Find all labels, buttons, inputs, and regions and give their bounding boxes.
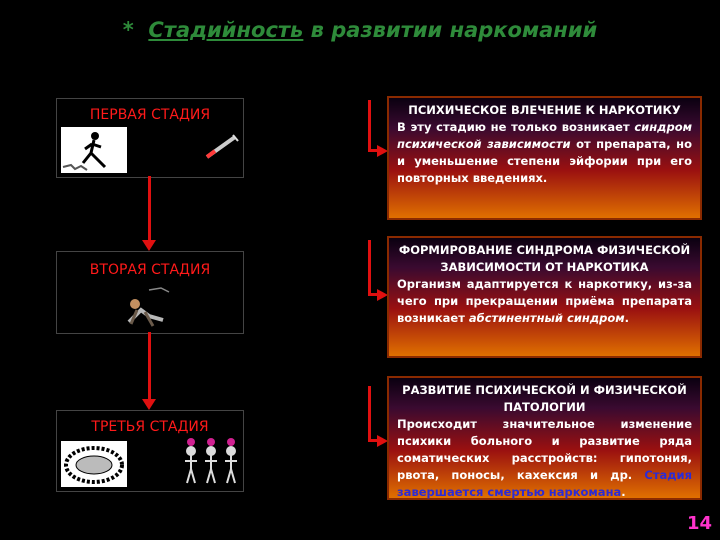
slide-title: * Стадийность в развитии наркоманий [0,18,720,42]
running-person-icon [61,127,127,173]
info-3-heading: РАЗВИТИЕ ПСИХИЧЕСКОЙ И ФИЗИЧЕСКОЙ ПАТОЛО… [402,383,687,414]
connector-down-1 [148,176,151,240]
stage-3-label: ТРЕТЬЯ СТАДИЯ [91,419,209,435]
info-1-text-b: от препарата, но и уменьшение степени эй… [397,137,692,185]
arrow-right-1 [377,145,388,157]
info-3-text-c: . [621,485,626,499]
info-2-text: Организм адаптируется к наркотику, из-за… [397,276,692,327]
info-1-text-a: В эту стадию не только возникает [397,120,635,134]
page-number: 14 [686,513,712,534]
connector-down-2 [148,332,151,399]
info-2-text-em: абстинентный синдром [468,311,625,325]
arrow-right-2 [377,289,388,301]
stage-3-box: ТРЕТЬЯ СТАДИЯ [56,410,244,492]
skeletons-icon [185,438,237,484]
syringe-icon [205,134,239,159]
arrow-right-3 [377,435,388,447]
stage-2-box: ВТОРАЯ СТАДИЯ [56,251,244,334]
info-box-3: РАЗВИТИЕ ПСИХИЧЕСКОЙ И ФИЗИЧЕСКОЙ ПАТОЛО… [387,376,702,500]
stage-2-label: ВТОРАЯ СТАДИЯ [89,262,211,278]
info-2-text-b: . [624,311,630,325]
info-3-text: Происходит значительное изменение психик… [397,416,692,501]
info-1-text: В эту стадию не только возникает синдром… [397,119,692,187]
title-underlined: Стадийность [148,18,304,42]
collapsed-person-icon [127,287,170,327]
coffin-wreath-icon [61,441,127,487]
title-rest: в развитии наркоманий [303,18,598,42]
info-2-text-a: Организм адаптируется к наркотику, из-за… [397,277,692,325]
info-3-text-b: Стадия завершается смертью наркомана [397,468,692,499]
connector-right-1 [368,149,378,152]
connector-vertical-1 [368,100,371,152]
arrow-down-2 [142,399,156,410]
connector-vertical-2 [368,240,371,296]
connector-vertical-3 [368,386,371,442]
arrow-down-1 [142,240,156,251]
stage-1-label: ПЕРВАЯ СТАДИЯ [89,107,211,123]
info-3-text-a: Происходит значительное изменение психик… [397,417,692,482]
title-star: * [122,18,134,42]
info-1-text-em: синдром психической зависимости [397,120,692,151]
info-box-1: ПСИХИЧЕСКОЕ ВЛЕЧЕНИЕ К НАРКОТИКУ В эту с… [387,96,702,220]
info-box-2: ФОРМИРОВАНИЕ СИНДРОМА ФИЗИЧЕСКОЙ ЗАВИСИМ… [387,236,702,358]
connector-right-3 [368,439,378,442]
info-2-heading: ФОРМИРОВАНИЕ СИНДРОМА ФИЗИЧЕСКОЙ ЗАВИСИМ… [398,243,691,274]
info-1-heading: ПСИХИЧЕСКОЕ ВЛЕЧЕНИЕ К НАРКОТИКУ [408,103,681,117]
stage-1-box: ПЕРВАЯ СТАДИЯ [56,98,244,178]
connector-right-2 [368,293,378,296]
